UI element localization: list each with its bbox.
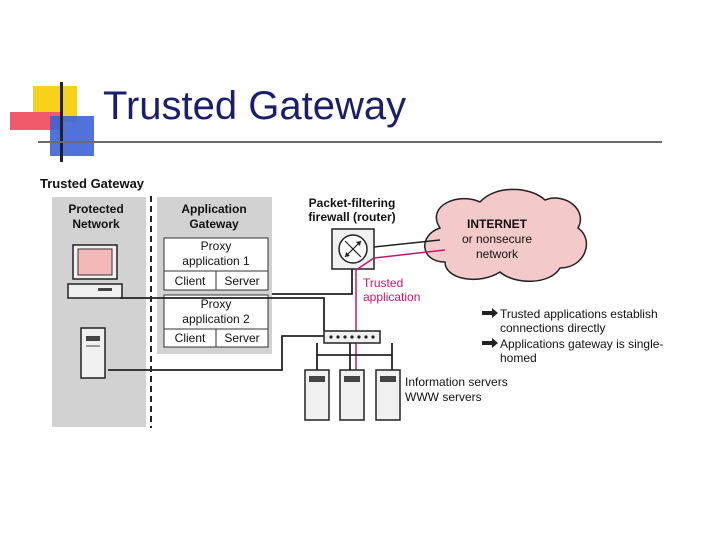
diagram-heading: Trusted Gateway [40, 176, 145, 191]
servers-label-1: Information servers [405, 375, 508, 389]
slide-title: Trusted Gateway [103, 84, 407, 128]
proxy-1-server: Server [224, 274, 259, 288]
corner-decoration [8, 82, 108, 162]
app-gateway-label-1: Application [181, 202, 246, 216]
servers-label-2: WWW servers [405, 390, 482, 404]
internet-sub-2: network [476, 247, 519, 261]
workstation-icon [67, 244, 123, 299]
note-2-line-1: Applications gateway is single- [500, 337, 663, 351]
title-rule [38, 141, 662, 143]
internet-sub-1: or nonsecure [462, 232, 532, 246]
trusted-app-label-2: application [363, 290, 420, 304]
server-tower-icon [80, 327, 106, 379]
proxy-2-label-1: Proxy [201, 297, 232, 311]
note-2-arrow-icon [482, 338, 498, 348]
deco-red-bar [10, 112, 60, 130]
router-icon [331, 228, 375, 270]
information-server-1-icon [304, 369, 330, 421]
network-hub-icon [323, 330, 381, 344]
trusted-app-label-1: Trusted [363, 276, 403, 290]
internet-cloud [424, 188, 588, 283]
app-gateway-label-2: Gateway [189, 217, 239, 231]
proxy-1-client: Client [175, 274, 206, 288]
information-server-2-icon [339, 369, 365, 421]
deco-vertical-line [60, 82, 63, 162]
network-cables [108, 269, 393, 371]
proxy-1-label-1: Proxy [201, 239, 232, 253]
proxy-2-server: Server [224, 331, 259, 345]
router-label-1: Packet-filtering [309, 196, 396, 210]
router-label-2: firewall (router) [308, 210, 395, 224]
protected-network-label-2: Network [72, 217, 120, 231]
note-1-arrow-icon [482, 308, 498, 318]
proxy-2-client: Client [175, 331, 206, 345]
protected-network-label-1: Protected [68, 202, 123, 216]
deco-blue-square [50, 116, 94, 156]
protected-network-panel [52, 197, 146, 427]
information-server-3-icon [375, 369, 401, 421]
proxy-2-label-2: application 2 [182, 312, 250, 326]
router-internet-link [373, 239, 441, 248]
internet-label: INTERNET [467, 217, 528, 231]
note-1-line-1: Trusted applications establish [500, 307, 658, 321]
proxy-1-label-2: application 1 [182, 254, 250, 268]
note-1-line-2: connections directly [500, 321, 605, 335]
note-2-line-2: homed [500, 351, 537, 365]
